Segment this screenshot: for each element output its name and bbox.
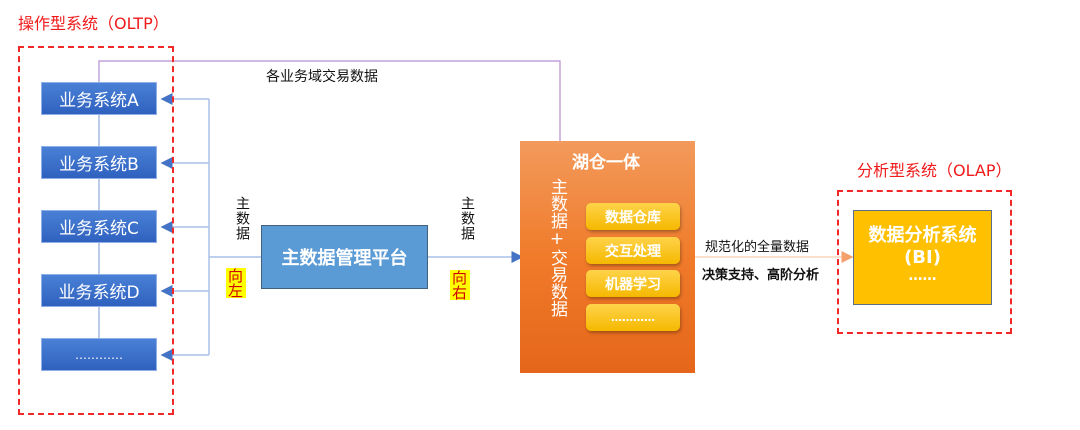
system-d[interactable]: 业务系统D [41,274,157,307]
olap-title: 分析型系统（OLAP） [857,161,1012,180]
bi-more: …… [908,268,937,284]
mdm-platform[interactable]: 主数据管理平台 [261,225,428,289]
output-label: 规范化的全量数据 [705,240,810,255]
olap-group [837,190,1012,334]
system-more[interactable]: ………… [41,338,157,371]
oltp-group [18,46,174,415]
lakehouse-title: 湖仓一体 [572,153,640,173]
bi-title: 数据分析系统 [868,225,977,246]
bi-system[interactable]: 数据分析系统 (BI) …… [853,210,992,305]
oltp-title: 操作型系统（OLTP） [18,14,169,33]
system-a[interactable]: 业务系统A [41,82,157,115]
item-more[interactable]: ………… [586,304,680,331]
item-machine-learning[interactable]: 机器学习 [586,270,680,297]
transaction-data-label: 各业务域交易数据 [266,69,378,85]
left-master-data-label: 主数据 [234,196,250,241]
system-b[interactable]: 业务系统B [41,146,157,179]
item-data-warehouse[interactable]: 数据仓库 [586,203,680,230]
lakehouse-side-text: 主数据+交易数据 [547,178,567,317]
output-purpose: 决策支持、高阶分析 [702,268,820,283]
item-interactive-processing[interactable]: 交互处理 [586,237,680,264]
right-master-data-label: 主数据 [459,196,475,241]
left-direction-label: 向左 [226,268,246,298]
system-c[interactable]: 业务系统C [41,210,157,243]
right-direction-label: 向右 [450,270,470,300]
bi-sub: (BI) [904,247,941,268]
